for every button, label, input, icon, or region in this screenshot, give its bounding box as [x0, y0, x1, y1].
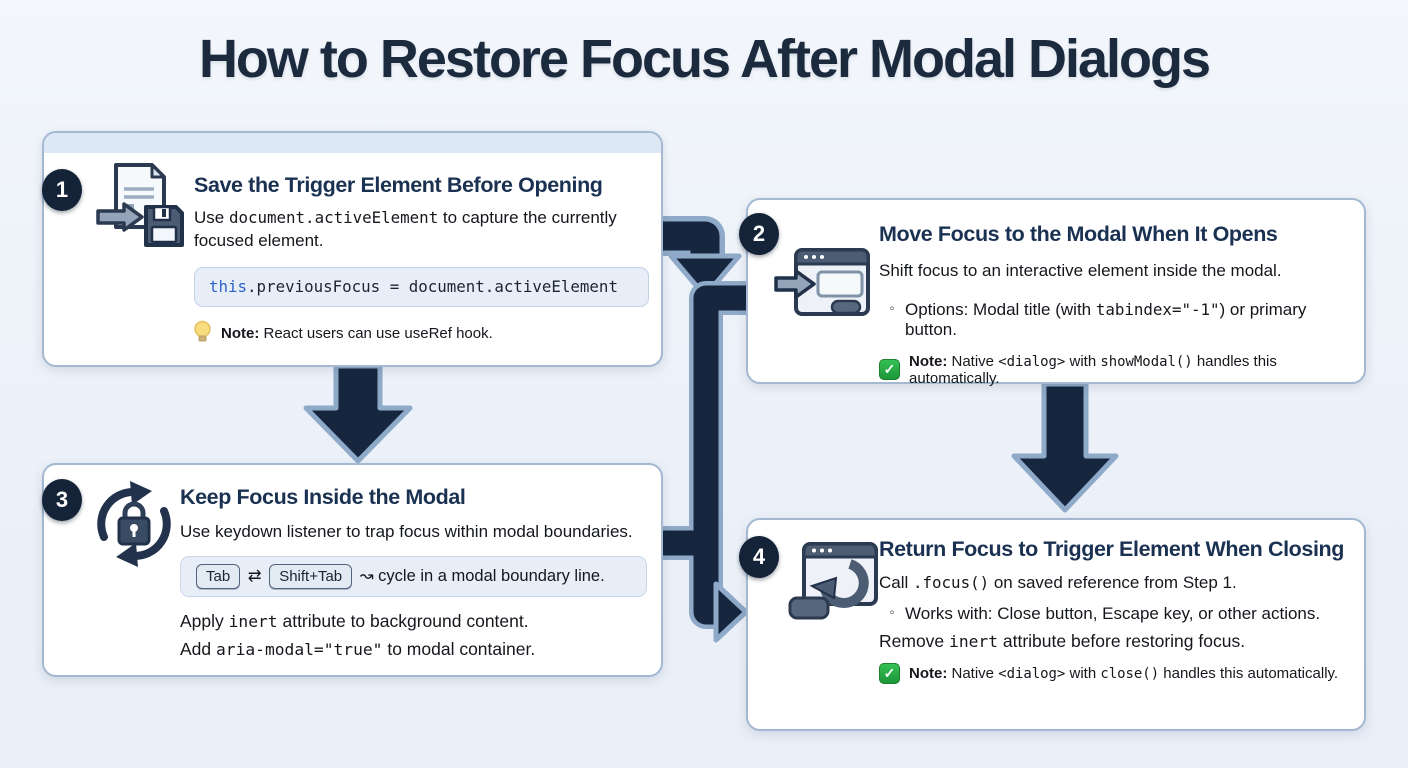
key-cycle-text: Tab ⇄ Shift+Tab ↝ cycle in a modal bound…	[193, 563, 605, 589]
step-card-4: 4 Return Focus to Trigger Element When C…	[739, 518, 1366, 731]
focus-trap-lock-icon	[90, 477, 178, 576]
note-text: Note: React users can use useRef hook.	[221, 325, 493, 343]
step-extra-line: Add aria-modal="true" to modal container…	[180, 638, 536, 659]
connector-step1-down	[663, 216, 742, 299]
ring-bullet-icon: ◦	[889, 603, 895, 621]
lightbulb-icon	[194, 320, 211, 348]
step-bullet: ◦ Options: Modal title (with tabindex="-…	[879, 300, 1352, 340]
code-text: this.previousFocus = document.activeElem…	[209, 276, 618, 296]
step-note: ✓ Note: Native <dialog> with close() han…	[879, 662, 1352, 684]
step-title: Move Focus to the Modal When It Opens	[879, 222, 1278, 246]
step-description: Shift focus to an interactive element in…	[879, 261, 1282, 280]
page-title: How to Restore Focus After Modal Dialogs	[198, 29, 1211, 89]
key-cycle-box: Tab ⇄ Shift+Tab ↝ cycle in a modal bound…	[180, 555, 647, 597]
check-icon: ✓	[879, 662, 900, 684]
step-description: Use keydown listener to trap focus withi…	[180, 522, 633, 541]
step-number: 3	[55, 487, 69, 512]
step-title: Return Focus to Trigger Element When Clo…	[879, 537, 1344, 561]
return-focus-window-icon	[788, 540, 880, 635]
arrow-step1-to-step3	[303, 363, 413, 464]
note-text: Note: Native <dialog> with showModal() h…	[909, 352, 1277, 387]
arrow-step2-to-step4	[1011, 381, 1119, 513]
step-note: ✓ Note: Native <dialog> with showModal()…	[879, 353, 1352, 387]
step-number: 1	[55, 177, 69, 202]
step-card-1: 1 Save the Trigger Element Before Openin…	[42, 131, 663, 367]
bullet-text: Works with: Close button, Escape key, or…	[905, 603, 1321, 623]
step-number-badge: 4	[739, 536, 779, 578]
check-icon: ✓	[879, 359, 900, 381]
step-extra-line: Remove inert attribute before restoring …	[879, 630, 1246, 651]
note-text: Note: Native <dialog> with close() handl…	[909, 664, 1339, 682]
document-save-icon	[94, 161, 190, 256]
step-note: Note: React users can use useRef hook.	[194, 320, 645, 348]
step-number: 4	[752, 544, 766, 569]
step-description: Use document.activeElement to capture th…	[194, 208, 617, 250]
modal-window-focus-icon	[774, 246, 870, 343]
code-snippet: this.previousFocus = document.activeElem…	[194, 266, 649, 307]
step-extra-line: Apply inert attribute to background cont…	[180, 610, 529, 631]
step-number-badge: 2	[739, 213, 779, 255]
step-number-badge: 3	[42, 479, 82, 521]
step-card-2: 2 Move Focus to the Modal When It Opens …	[739, 198, 1366, 387]
bullet-text: Options: Modal title (with tabindex="-1"…	[905, 299, 1307, 339]
step-number: 2	[752, 221, 766, 246]
step-bullet: ◦ Works with: Close button, Escape key, …	[879, 604, 1352, 624]
step-number-badge: 1	[42, 169, 82, 211]
step-title: Save the Trigger Element Before Opening	[194, 173, 603, 197]
card-header-strip	[44, 133, 661, 155]
connector-branch-to-step4	[663, 281, 749, 643]
step-title: Keep Focus Inside the Modal	[180, 485, 466, 509]
ring-bullet-icon: ◦	[889, 299, 895, 317]
step-description: Call .focus() on saved reference from St…	[879, 573, 1237, 592]
step-card-3: 3 Keep Focus Inside the Modal Use keydow…	[42, 463, 663, 677]
